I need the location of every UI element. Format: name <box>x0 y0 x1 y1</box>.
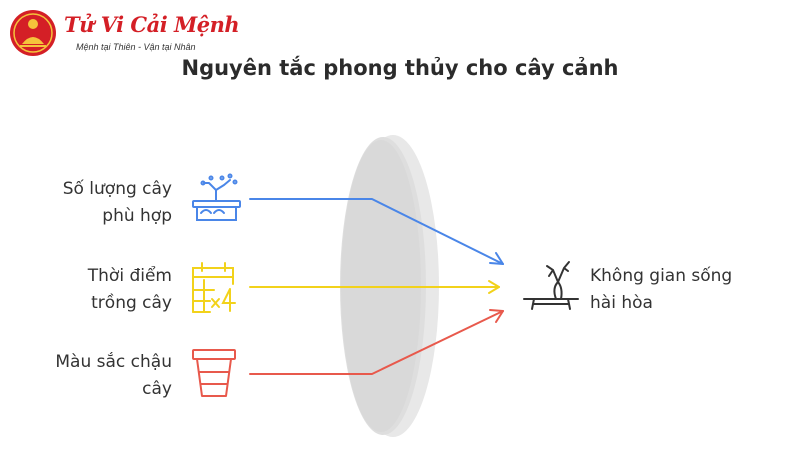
output-label-line2: hài hòa <box>590 293 653 313</box>
arrowhead-1 <box>489 252 504 265</box>
input-label-2: Thời điểm trồng cây <box>88 263 172 317</box>
arrowhead-2 <box>488 280 500 294</box>
connector-arrow-3 <box>249 310 504 375</box>
input-label-3-line1: Màu sắc chậu <box>55 352 172 372</box>
calendar-icon <box>192 262 236 313</box>
brand-slogan: Mệnh tại Thiên - Vận tại Nhân <box>76 42 196 52</box>
output-label: Không gian sống hài hòa <box>590 263 732 317</box>
page-title: Nguyên tắc phong thủy cho cây cảnh <box>181 56 619 80</box>
connector-arrow-1 <box>249 198 504 265</box>
buddha-seal-icon <box>10 10 56 56</box>
output-label-line1: Không gian sống <box>590 266 733 286</box>
input-label-3: Màu sắc chậu cây <box>55 349 172 403</box>
plant-on-table-icon <box>523 261 579 310</box>
brand-title: Tử Vi Cải Mệnh <box>64 12 240 37</box>
input-label-3-line2: cây <box>142 379 172 399</box>
brand-logo[interactable]: Tử Vi Cải Mệnh Mệnh tại Thiên - Vận tại … <box>8 4 240 62</box>
bonsai-icon <box>192 173 241 221</box>
input-label-1-line2: phù hợp <box>102 206 172 226</box>
input-label-1: Số lượng cây phù hợp <box>63 176 172 230</box>
input-label-2-line2: trồng cây <box>91 293 172 313</box>
arrowhead-3 <box>489 309 504 323</box>
input-label-2-line1: Thời điểm <box>87 266 172 286</box>
input-label-1-line1: Số lượng cây <box>62 179 172 199</box>
flower-pot-icon <box>192 349 236 397</box>
